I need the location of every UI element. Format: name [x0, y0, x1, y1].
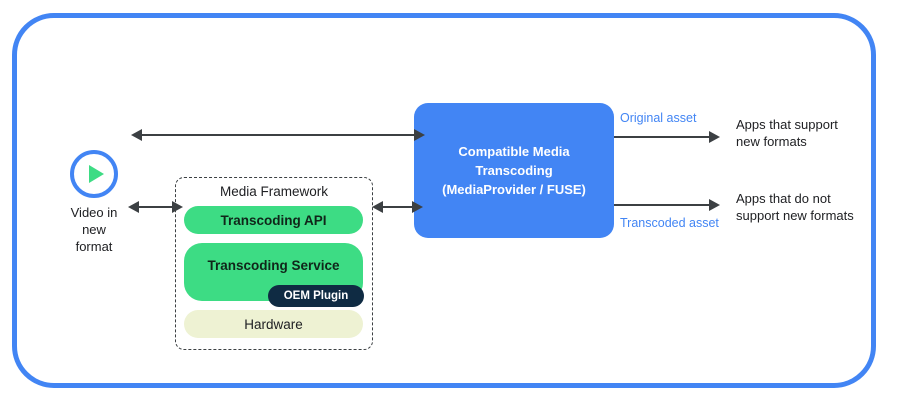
oem-plugin-label: OEM Plugin [283, 290, 349, 302]
compatible-media-transcoding-box: Compatible Media Transcoding (MediaProvi… [414, 103, 614, 238]
arrowhead-left-icon [131, 129, 142, 141]
video-source-label-line3: format [75, 239, 113, 254]
arrow-video-to-framework [128, 201, 183, 213]
video-source-label-line2: new [82, 222, 106, 237]
play-triangle-icon [89, 165, 104, 183]
cmt-line1: Compatible Media [458, 144, 570, 159]
arrowhead-left-icon [128, 201, 139, 213]
cmt-line3: (MediaProvider / FUSE) [442, 182, 586, 197]
nonsupporting-apps-line2: support new formats [736, 208, 854, 223]
arrowhead-right-icon [709, 131, 720, 143]
video-source-label: Video in new format [44, 204, 144, 255]
transcoding-api-label: Transcoding API [220, 212, 327, 228]
arrow-cmt-to-nonsupporting-apps [614, 199, 720, 211]
arrowhead-right-icon [414, 129, 425, 141]
arrowhead-right-icon [412, 201, 423, 213]
cmt-line2: Transcoding [475, 163, 553, 178]
play-circle-icon [70, 150, 118, 198]
video-source-label-line1: Video in [70, 205, 118, 220]
arrowhead-right-icon [172, 201, 183, 213]
arrowhead-left-icon [372, 201, 383, 213]
arrow-framework-to-cmt [372, 201, 423, 213]
supporting-apps-label: Apps that support new formats [736, 116, 838, 150]
transcoding-service-label: Transcoding Service [207, 258, 340, 273]
transcoding-api-box: Transcoding API [184, 206, 363, 234]
nonsupporting-apps-line1: Apps that do not [736, 191, 831, 206]
arrow-cmt-to-supporting-apps [614, 131, 720, 143]
original-asset-label: Original asset [620, 111, 697, 125]
arrowhead-right-icon [709, 199, 720, 211]
supporting-apps-line1: Apps that support [736, 117, 838, 132]
hardware-box: Hardware [184, 310, 363, 338]
media-framework-title: Media Framework [219, 184, 329, 199]
hardware-label: Hardware [244, 316, 303, 332]
supporting-apps-line2: new formats [736, 134, 807, 149]
arrow-video-to-cmt [131, 129, 425, 141]
transcoded-asset-label: Transcoded asset [620, 216, 719, 230]
oem-plugin-badge: OEM Plugin [268, 285, 364, 307]
nonsupporting-apps-label: Apps that do not support new formats [736, 190, 854, 224]
